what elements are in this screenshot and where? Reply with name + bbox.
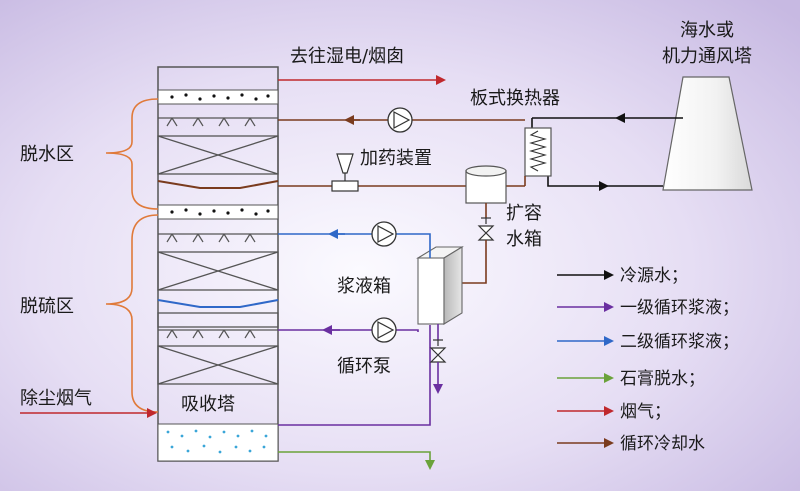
legend-cold-water: 冷源水； <box>620 266 688 286</box>
plate-exchanger-label: 板式换热器 <box>470 88 560 109</box>
absorber-label: 吸收塔 <box>181 394 235 415</box>
plate-heat-exchanger-icon <box>524 127 552 177</box>
legend-cooling: 循环冷却水 <box>620 434 705 454</box>
outlet-label: 去往湿电/烟囱 <box>290 46 404 67</box>
cold-water-out-arrow <box>547 176 609 191</box>
cooling-tower-label-line2: 机力通风塔 <box>662 46 752 67</box>
legend: 冷源水； 一级循环浆液； 二级循环浆液； 石膏脱水； 烟气； 循环冷却水 <box>557 266 739 454</box>
expansion-tank-icon <box>465 165 507 204</box>
legend-slurry2: 二级循环浆液； <box>620 332 739 352</box>
cooling-pump-icon <box>387 107 413 133</box>
expansion-tank-valve-icon <box>477 217 495 241</box>
dosing-label: 加药装置 <box>360 148 432 169</box>
legend-flue: 烟气； <box>620 402 671 422</box>
expansion-tank-label-line1: 扩容 <box>506 203 542 224</box>
desulfur-zone-label: 脱硫区 <box>20 296 74 317</box>
dewater-zone-brace <box>105 98 159 210</box>
cooling-tower-icon <box>662 76 753 191</box>
dewater-zone-label: 脱水区 <box>20 144 74 165</box>
flue-inlet-label: 除尘烟气 <box>20 388 92 409</box>
circulation-pump-label: 循环泵 <box>337 356 391 377</box>
expansion-tank-label-line2: 水箱 <box>506 229 542 250</box>
cooling-tower-label-line1: 海水或 <box>680 20 734 41</box>
legend-gypsum: 石膏脱水； <box>620 368 705 389</box>
slurry-tank-icon <box>416 246 464 325</box>
legend-slurry1: 一级循环浆液； <box>620 298 739 318</box>
circulation-pump-icon <box>371 317 397 343</box>
dosing-device-icon <box>331 153 359 192</box>
slurry-tank-label: 浆液箱 <box>337 276 391 297</box>
slurry-tank-valve-icon <box>429 339 447 363</box>
absorber-tower <box>157 66 279 462</box>
desulfur-zone-brace <box>105 214 159 413</box>
slurry2-pump-icon <box>371 221 397 247</box>
gypsum-arrow <box>278 451 435 470</box>
